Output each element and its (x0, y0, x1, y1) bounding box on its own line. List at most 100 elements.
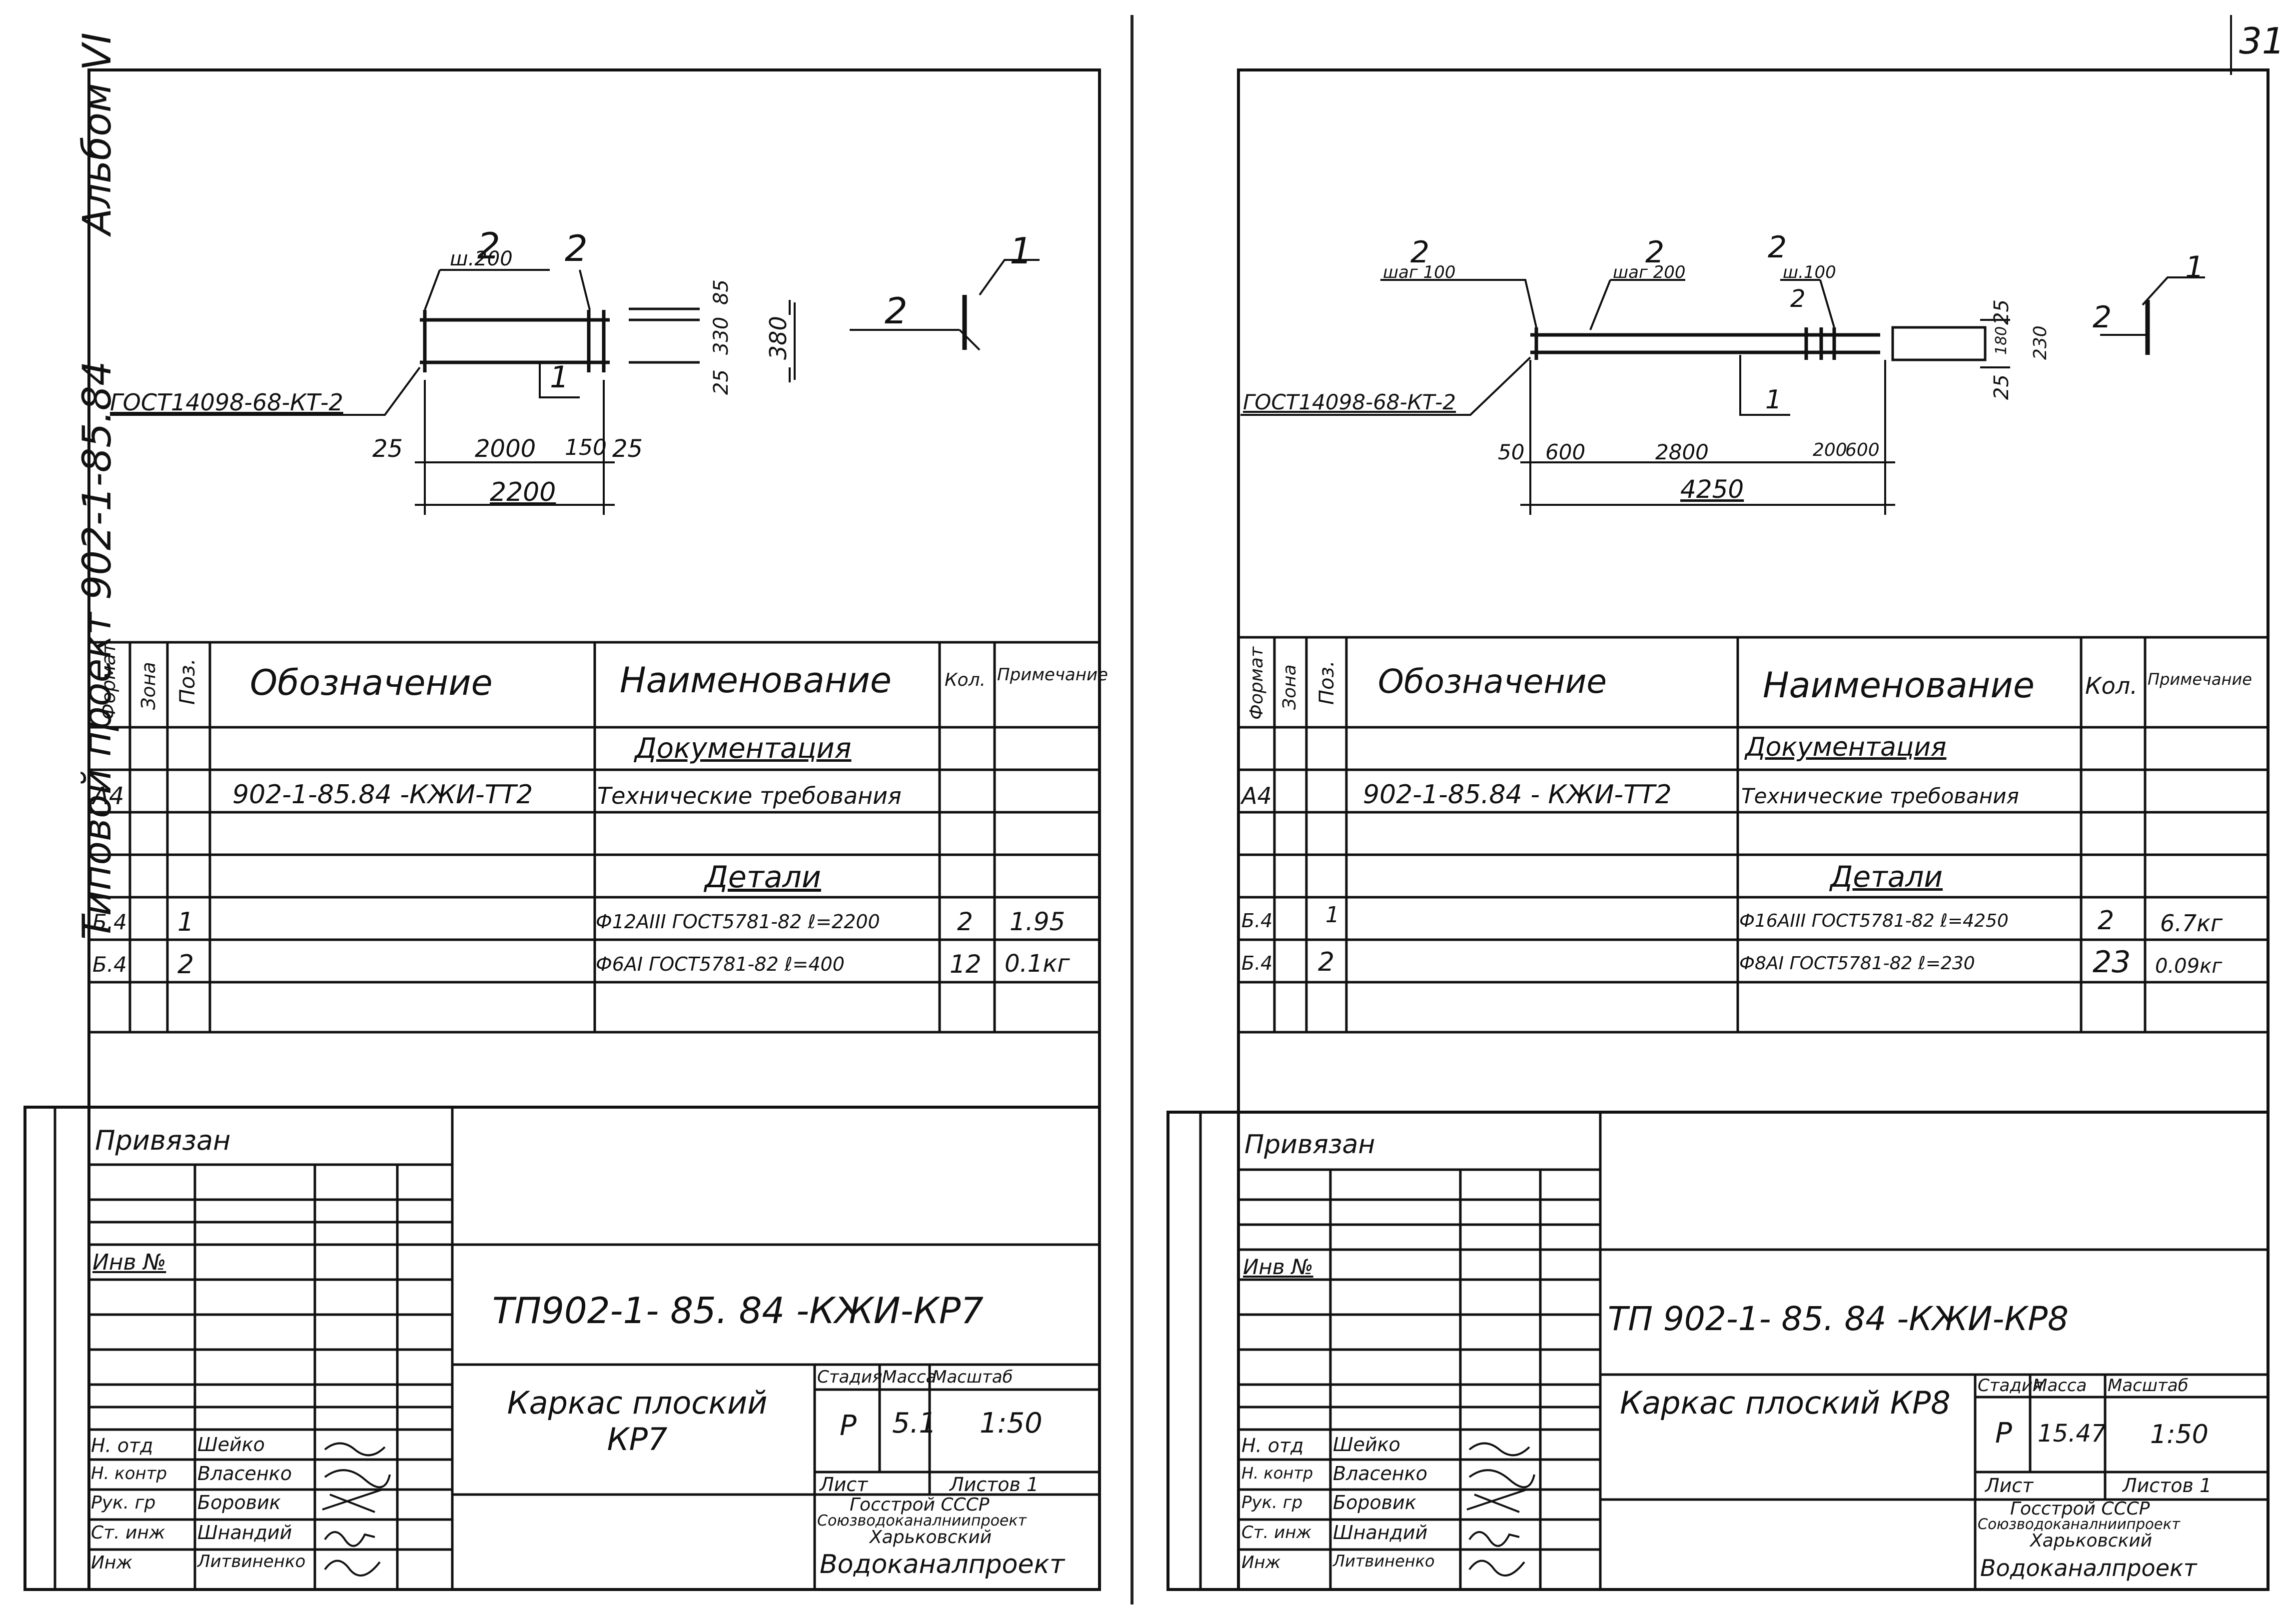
sheet-2-org-1: Госстрой СССР (2010, 1499, 2150, 1519)
sheet-1-hdr-name: Наименование (620, 660, 892, 701)
sheet-1-row1-format: Б.4 (92, 910, 127, 934)
sheet-1-scale: 1:50 (980, 1407, 1043, 1440)
sheet-1-dim-a: 25 (372, 435, 403, 463)
sheet-2-name-2: Власенко (1333, 1463, 1427, 1485)
sheet-1-callout-d: 1 (550, 360, 569, 395)
sheet-1-row2-pos: 2 (177, 950, 194, 980)
sheet-2-sheet-h: Лист (1985, 1475, 2034, 1497)
sheet-2-scale-h: Масштаб (2108, 1376, 2189, 1396)
sheet-1-role-5: Инж (91, 1553, 132, 1573)
sheet-2-name-4: Шнандий (1333, 1522, 1428, 1544)
sheet-1-name-2: Власенко (197, 1463, 292, 1485)
sheet-2-stamp-grid (1166, 1111, 2270, 1591)
sheet-2-row1-format: Б.4 (1241, 910, 1273, 932)
sheet-1-row2-format: Б.4 (92, 952, 127, 977)
sheet-1-mass-h: Масса (882, 1367, 937, 1387)
sheet-1-role-4: Ст. инж (91, 1523, 165, 1543)
sheet-1-frame (87, 68, 1101, 1591)
sheet-1-signatures (322, 1442, 391, 1577)
sheet-1-cage-drawing (110, 259, 1040, 515)
sheet-2-row2-format: Б.4 (1241, 952, 1273, 974)
sheet-2-role-4: Ст. инж (1241, 1523, 1312, 1543)
sheet-2-callout-c: 2 (1768, 230, 1787, 265)
sheet-1-sheet-h: Лист (820, 1474, 868, 1496)
sheet-1-callout-b: 2 (565, 227, 588, 269)
sheet-2-callout-g: 2 (2093, 300, 2112, 335)
sheet-2-mass-h: Масса (2033, 1376, 2087, 1396)
sheet-2-name-5: Литвиненко (1333, 1552, 1435, 1571)
sheet-1-inv: Инв № (92, 1250, 166, 1275)
sheet-2-callout-b: 2 (1645, 235, 1665, 270)
sheet-2-role-2: Н. контр (1241, 1464, 1313, 1483)
sheet-1-name-4: Шнандий (197, 1522, 292, 1544)
sheet-1-sheets-h: Листов 1 (950, 1474, 1039, 1496)
sheet-2-doc-format: А4 (1241, 782, 1272, 809)
sheet-1-row1-qty: 2 (957, 907, 973, 936)
sheet-2-row2-note: 0.09кг (2155, 955, 2223, 978)
sheet-2-section-parts: Детали (1830, 860, 1943, 894)
sheet-2-scale: 1:50 (2150, 1420, 2209, 1450)
sheet-1-standard: ГОСТ14098-68-КТ-2 (110, 389, 343, 416)
sheet-1-org-2: Союзводоканалниипроект (817, 1512, 1027, 1530)
sheet-1-pitch: ш.200 (450, 247, 513, 270)
sheet-2-row1-pos: 1 (1325, 902, 1339, 928)
sheet-2-doc-designation: 902-1-85.84 - КЖИ-ТТ2 (1363, 780, 1672, 810)
sheet-2-row2-pos: 2 (1318, 947, 1335, 977)
sheet-1-row2-qty: 12 (950, 950, 982, 979)
sheet-1-hdr-note: Примечание (997, 665, 1108, 685)
sheet-2-stage-h: Стадия (1978, 1376, 2043, 1396)
sheet-2-row2-qty: 23 (2093, 945, 2131, 980)
sheet-1-row1-pos: 1 (177, 907, 194, 937)
sheet-1-mass: 5.1 (892, 1407, 937, 1440)
sheet-2-spec-grid (1238, 636, 2268, 1034)
sheet-2-dim-e: 600 (1845, 440, 1880, 460)
sheet-2-org-3: Харьковский (2030, 1531, 2153, 1551)
sheet-1-dim-c: 150 (565, 435, 607, 460)
sheet-2-hdr-designation: Обозначение (1378, 662, 1607, 701)
sheet-1-doc-designation: 902-1-85.84 -КЖИ-ТТ2 (232, 780, 533, 810)
sheet-2-mass: 15.47 (2038, 1420, 2107, 1448)
sheet-2-callout-a: 2 (1410, 235, 1430, 270)
sheet-1-name-5: Литвиненко (197, 1552, 306, 1572)
sheet-1-dim-b: 2000 (475, 435, 536, 463)
sheet-2-org-4: Водоканалпроект (1980, 1555, 2197, 1582)
sheet-2-dim-total: 4250 (1680, 475, 1744, 504)
sheet-2-row1-name: Ф16АIII ГОСТ5781-82 ℓ=4250 (1739, 911, 2009, 931)
sheet-1-row1-name: Ф12АIII ГОСТ5781-82 ℓ=2200 (596, 911, 880, 933)
sheet-2-standard: ГОСТ14098-68-КТ-2 (1243, 390, 1456, 414)
sheet-2-dim-d: 200 (1813, 440, 1847, 460)
sheet-1-row1-note: 1.95 (1010, 907, 1066, 936)
sheet-1-org-4: Водоканалпроект (820, 1550, 1065, 1580)
sheet-2-hdr-note: Примечание (2148, 670, 2252, 689)
sheet-1-spec-grid (89, 641, 1100, 1034)
sheet-2-row1-note: 6.7кг (2160, 910, 2223, 937)
sheet-2-sheets-h: Листов 1 (2123, 1475, 2212, 1497)
sheet-2-callout-f: 1 (2185, 250, 2205, 285)
sheet-1-dim-d: 25 (612, 435, 643, 463)
sheet-1-row2-note: 0.1кг (1005, 950, 1070, 978)
sheet-2-doc-name: Технические требования (1741, 784, 2019, 808)
sheet-2-callout-e: 1 (1765, 385, 1782, 415)
sheet-2-inv: Инв № (1243, 1255, 1313, 1279)
sheet-1-title: Каркас плоский КР7 (507, 1385, 768, 1458)
sheet-1-hdr-qty: Кол. (945, 670, 986, 690)
sheet-1-stage: Р (840, 1410, 857, 1442)
sheet-2: 2 2 2 2 1 1 2 шаг 100 шаг 200 ш.100 ГОСТ… (1131, 0, 2296, 1618)
sheet-1-stamp-grid (23, 1106, 1101, 1591)
sheet-2-title: Каркас плоский КР8 (1620, 1385, 1951, 1421)
sheet-2-section-docs: Документация (1745, 732, 1947, 762)
sheet-1: 2 2 2 1 1 ш.200 ГОСТ14098-68-КТ-2 25 200… (0, 0, 1131, 1618)
sheet-1-role-1: Н. отд (91, 1435, 153, 1457)
sheet-1-callout-a: 2 (477, 225, 500, 267)
sheet-2-dim-b: 600 (1545, 440, 1586, 464)
sheet-1-bound: Привязан (95, 1125, 231, 1156)
sheet-2-dim-a: 50 (1498, 440, 1525, 464)
center-divider (1131, 15, 1134, 1605)
sheet-2-role-3: Рук. гр (1241, 1493, 1303, 1513)
sheet-2-pitch-b: шаг 200 (1613, 262, 1686, 282)
sheet-2-org-2: Союзводоканалниипроект (1978, 1516, 2181, 1533)
sheet-2-signatures (1466, 1442, 1535, 1577)
sheet-1-scale-h: Масштаб (932, 1367, 1013, 1387)
sheet-2-row2-name: Ф8АI ГОСТ5781-82 ℓ=230 (1739, 953, 1975, 974)
sheet-1-hdr-designation: Обозначение (250, 662, 493, 703)
